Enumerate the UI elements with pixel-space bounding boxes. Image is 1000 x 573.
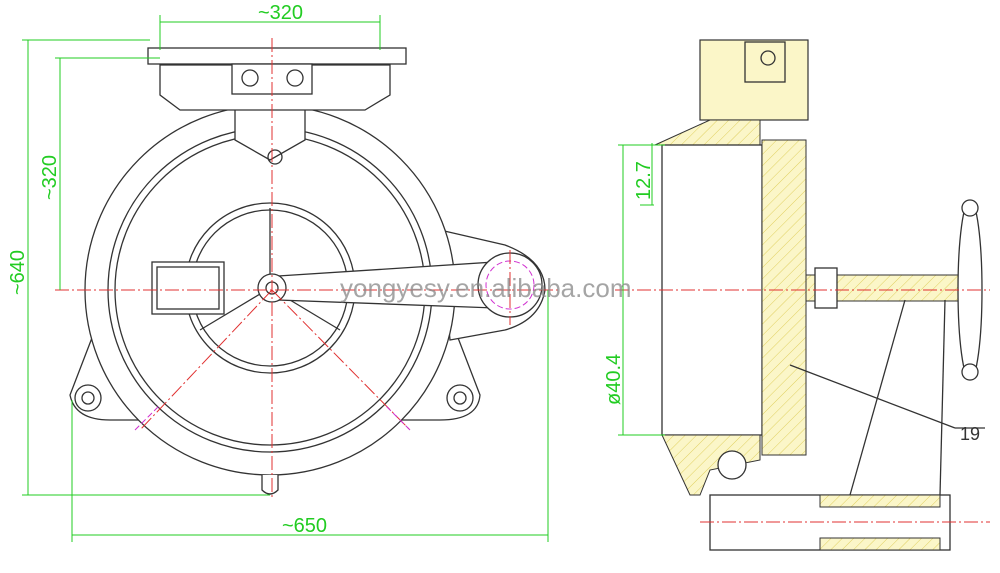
hidden-line	[384, 404, 411, 431]
dim-left-inner: ~320	[39, 155, 61, 200]
dim-side-diameter: ø40.4	[603, 354, 625, 405]
hidden-line	[134, 404, 161, 431]
dim-side-offset: 12.7	[633, 161, 655, 200]
side-dimensions: ø40.4 12.7	[603, 143, 665, 436]
top-bar	[147, 47, 407, 65]
dim-left-outer: ~640	[7, 250, 29, 295]
leader-line	[789, 364, 956, 429]
cylinder-wall	[819, 494, 941, 508]
bolt-hole	[760, 50, 776, 66]
bottom-lug	[261, 475, 279, 495]
ear-hole-left-inner	[81, 391, 95, 405]
link-rod	[939, 299, 946, 496]
link-rod	[849, 299, 906, 496]
door-section	[761, 139, 807, 456]
upper-flange-section	[654, 119, 761, 146]
handwheel-knob	[961, 363, 979, 381]
lower-hinge	[717, 450, 747, 480]
dim-bottom-width: ~650	[282, 515, 327, 537]
part-label: 19	[960, 424, 980, 444]
shaft-collar	[814, 267, 838, 309]
ear-hole-right-inner	[453, 391, 467, 405]
cylinder-wall	[819, 537, 941, 551]
top-mechanism	[699, 39, 809, 121]
bolt-hole	[286, 69, 304, 87]
watermark: yongyesy.en.alibaba.com	[340, 273, 631, 303]
bolt-hole	[241, 69, 259, 87]
ear-hole-left	[74, 384, 102, 412]
centerline-diagonal	[139, 289, 273, 431]
nameplate-inner	[156, 266, 220, 310]
front-view	[55, 38, 560, 500]
dim-top-width: ~320	[258, 2, 303, 24]
hinge-pin	[267, 149, 283, 165]
front-dimensions: ~320 ~320 ~640 ~650	[7, 2, 549, 542]
nameplate	[151, 261, 225, 315]
spoke	[199, 287, 271, 331]
side-view: 19	[615, 39, 990, 551]
top-block	[744, 41, 786, 83]
handwheel-knob	[961, 199, 979, 217]
ear-hole-right	[446, 384, 474, 412]
lower-flange-section	[661, 434, 761, 496]
